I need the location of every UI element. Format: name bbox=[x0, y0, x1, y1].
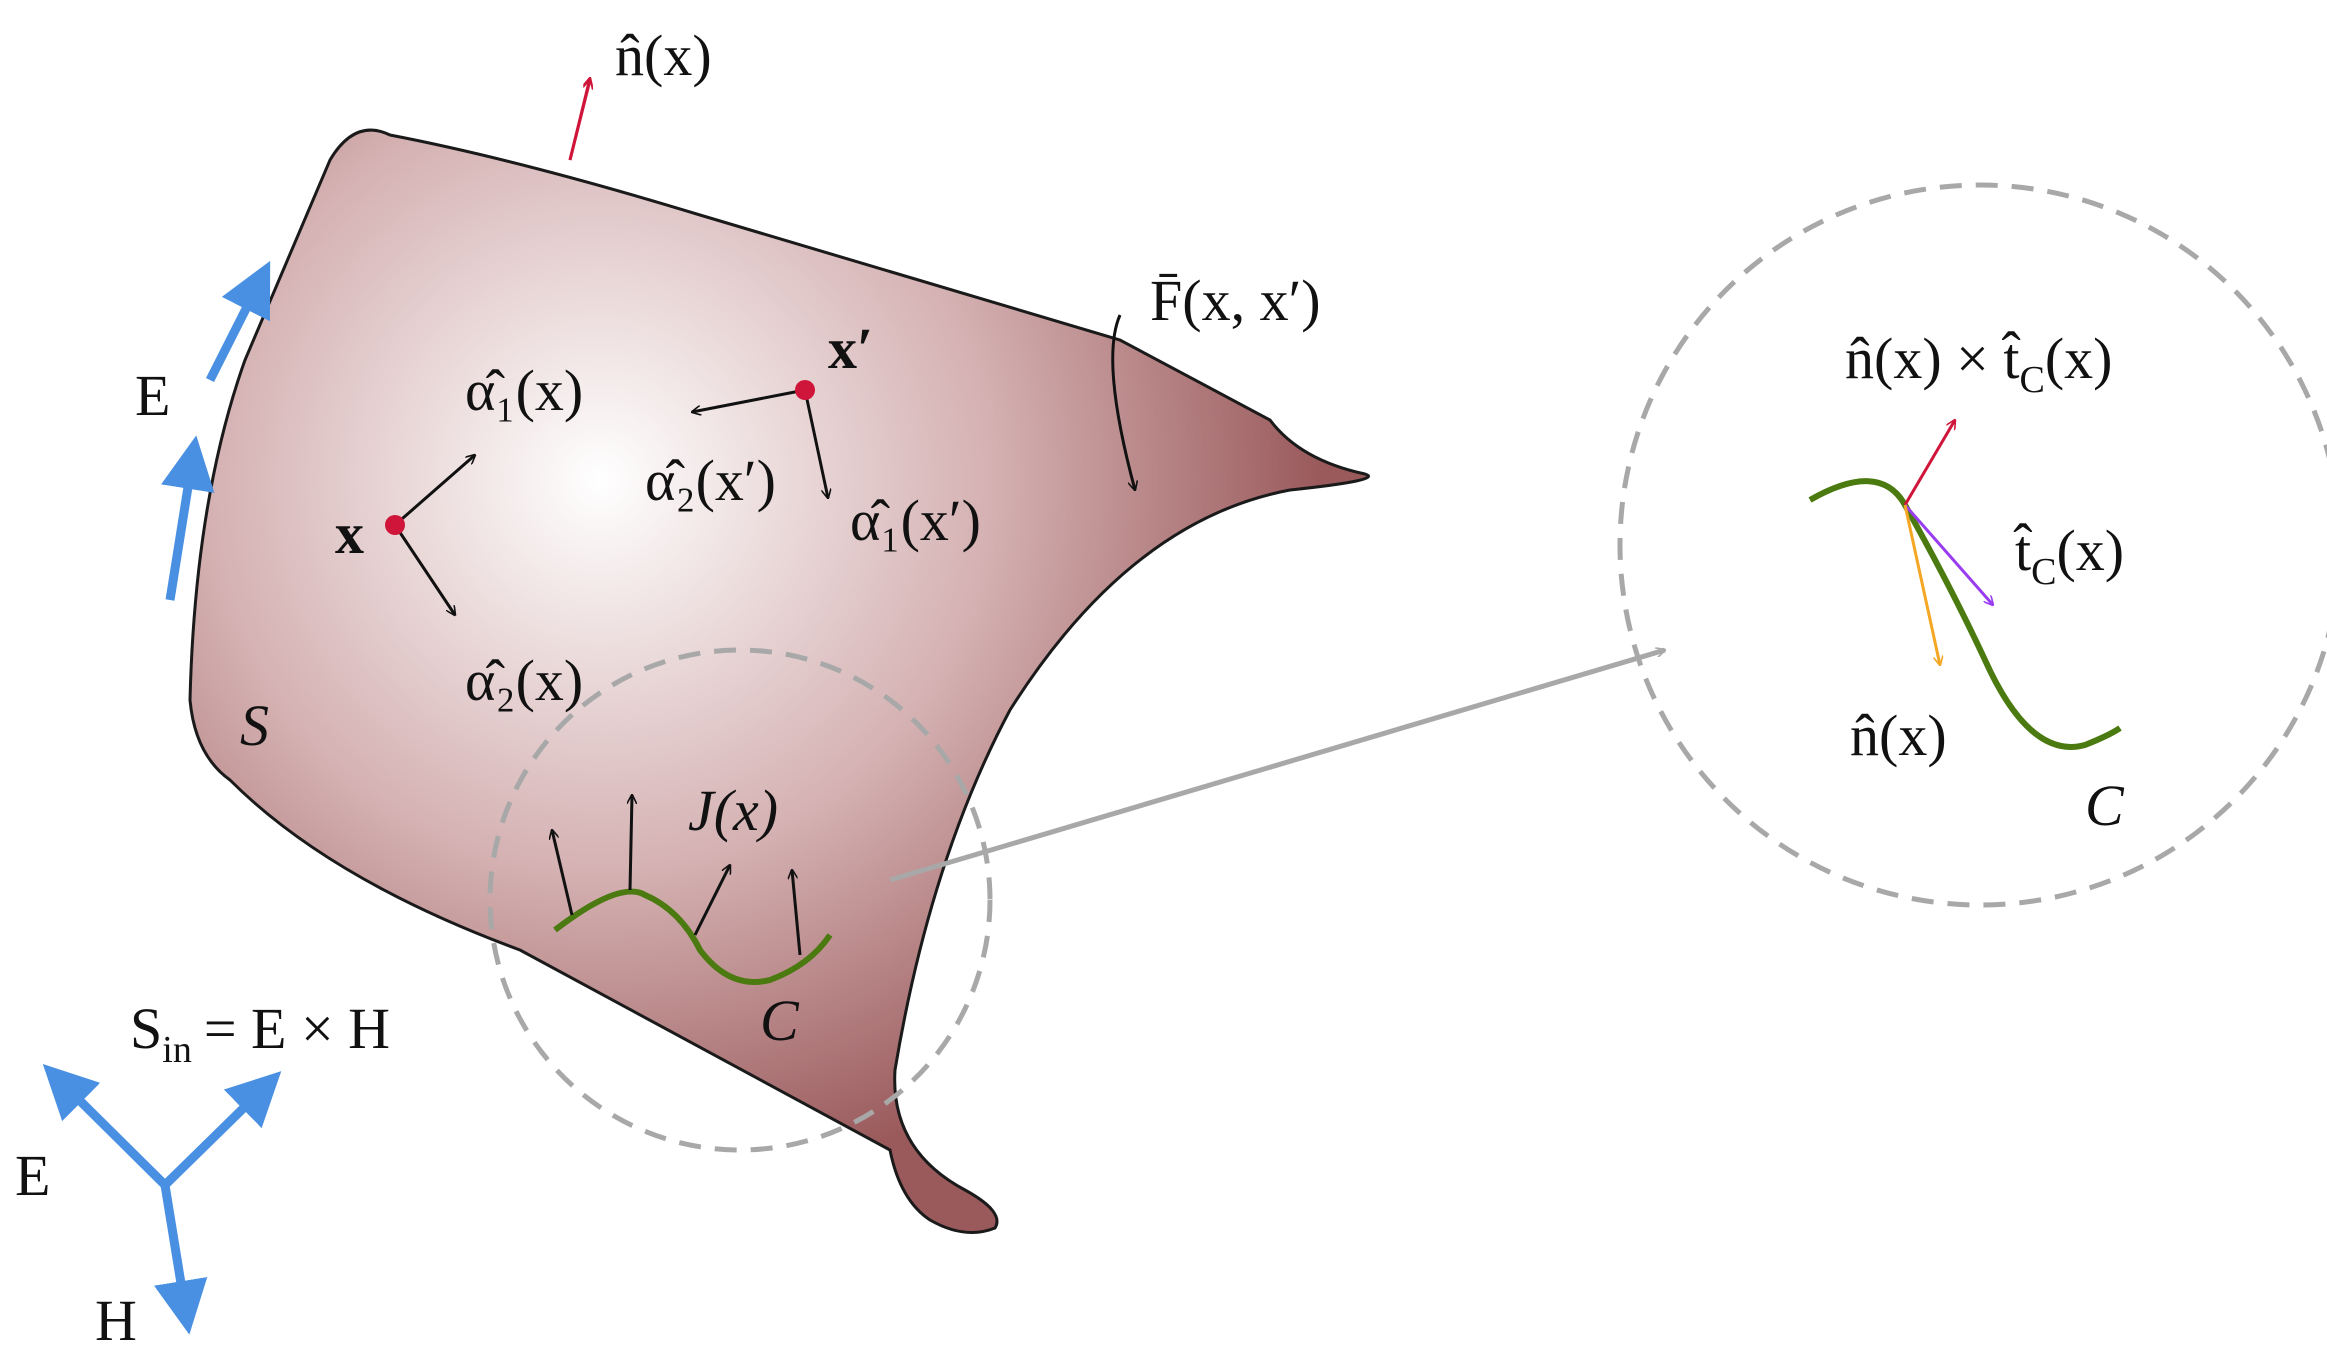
label-n-top: n̂(x) bbox=[615, 23, 712, 88]
label-F-bar: F̄(x, x′) bbox=[1150, 268, 1321, 333]
label-H-triad: H bbox=[95, 1288, 137, 1352]
label-alpha1-x: α̂₁(x) bbox=[465, 358, 583, 423]
triad-diag-arrow bbox=[161, 1071, 282, 1189]
curve-C bbox=[553, 888, 833, 985]
label-alpha2-x: α̂₂(x) bbox=[465, 648, 583, 713]
alpha1-x-arrow bbox=[394, 455, 475, 527]
label-tangent: t̂C(x) bbox=[2013, 518, 2124, 593]
normal-arrow-zoom bbox=[1903, 504, 1940, 665]
zoom-detail-circle bbox=[1617, 182, 2327, 908]
triad-E-arrow bbox=[42, 1064, 169, 1189]
label-S-in: Sin= E × H bbox=[130, 996, 390, 1071]
E-field-arrow-2 bbox=[161, 435, 215, 601]
point-x bbox=[385, 515, 405, 535]
zoom-arrow bbox=[889, 650, 1665, 883]
alpha1-xp-arrow bbox=[803, 389, 828, 498]
label-E-triad: E bbox=[15, 1143, 50, 1208]
alpha2-x-arrow bbox=[393, 524, 455, 615]
label-alpha1-xp: α̂₁(x′) bbox=[850, 488, 981, 553]
label-S: S bbox=[240, 693, 269, 758]
triad-H-arrow bbox=[154, 1184, 208, 1335]
label-x: x bbox=[335, 501, 364, 566]
label-C-main: C bbox=[760, 988, 800, 1053]
label-J: J(x) bbox=[688, 778, 778, 843]
label-cross-product: n̂(x) × t̂C(x) bbox=[1845, 326, 2112, 401]
J-arrow-3 bbox=[693, 865, 732, 936]
cross-product-arrow bbox=[1903, 420, 1955, 506]
E-field-arrow-1 bbox=[205, 260, 271, 383]
normal-arrow-top-head bbox=[568, 80, 590, 161]
label-E-side: E bbox=[135, 363, 170, 428]
label-alpha2-xp: α̂₂(x′) bbox=[645, 448, 776, 513]
label-n-zoom: n̂(x) bbox=[1850, 703, 1947, 768]
tangent-arrow bbox=[1903, 504, 1993, 605]
curve-C-zoom bbox=[1808, 478, 2122, 750]
F-bar-pointer bbox=[1111, 314, 1135, 490]
surface-S bbox=[188, 128, 1370, 1234]
point-x-prime bbox=[795, 380, 815, 400]
J-arrow-1 bbox=[552, 830, 574, 916]
J-arrow-2 bbox=[630, 795, 632, 891]
zoom-region-circle bbox=[487, 647, 993, 1153]
J-arrow-4 bbox=[792, 870, 802, 956]
label-C-zoom: C bbox=[2085, 773, 2125, 838]
alpha2-xp-arrow bbox=[692, 388, 806, 412]
label-x-prime: x′ bbox=[828, 316, 873, 381]
